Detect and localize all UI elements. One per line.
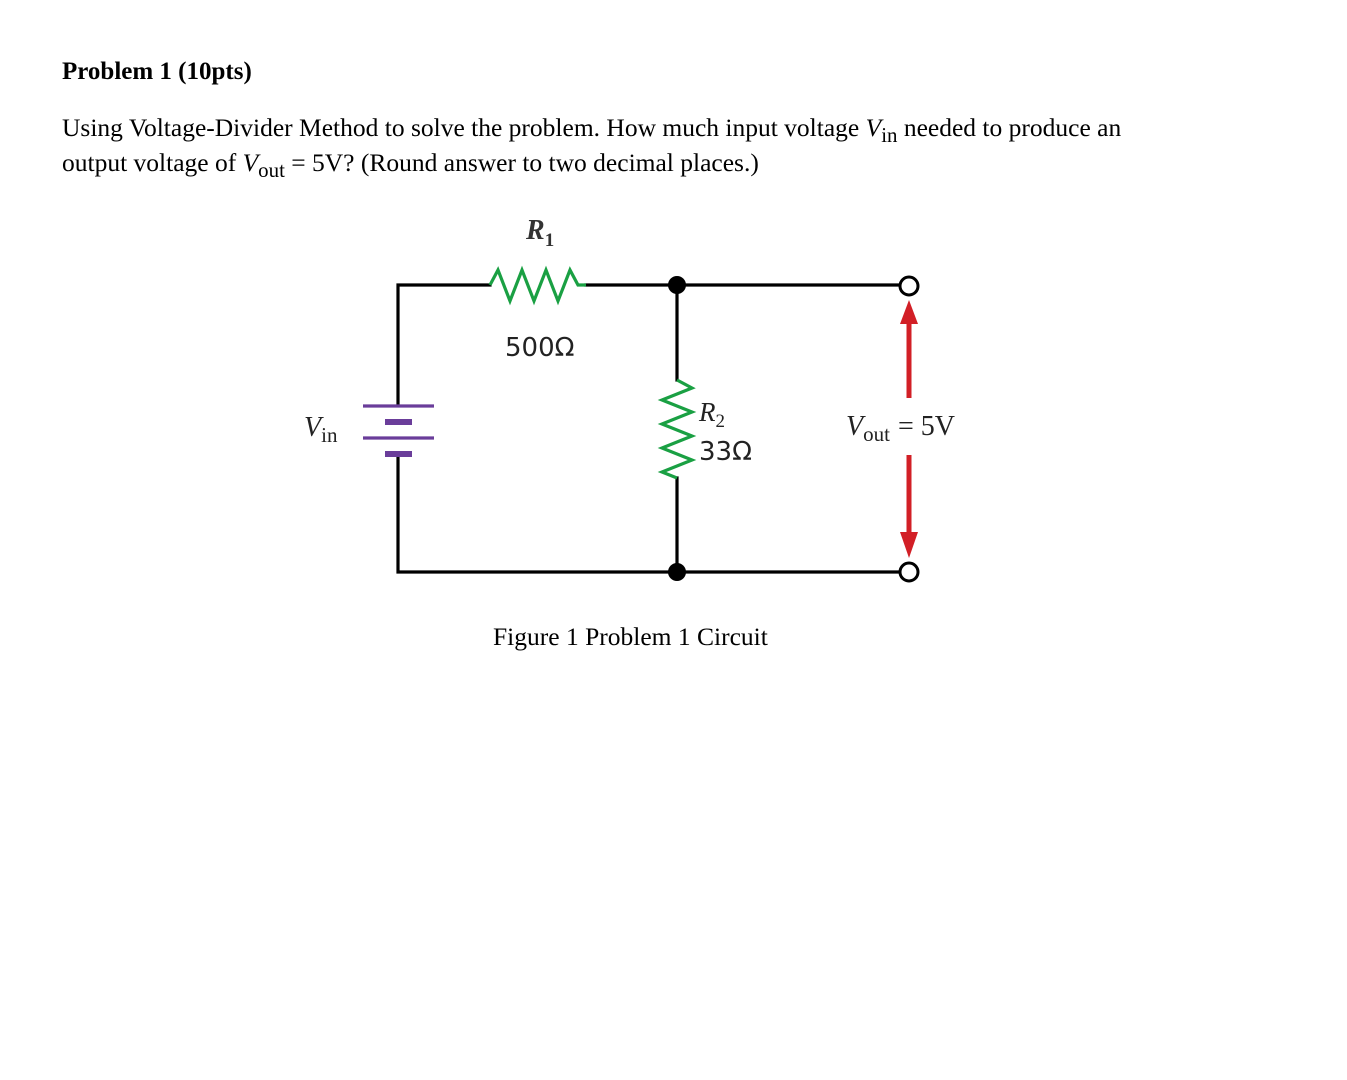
- statement-text: = 5V? (Round answer to two decimal place…: [284, 148, 759, 177]
- vout-label: Vout= 5V: [846, 411, 955, 446]
- statement-text: output voltage of: [62, 148, 243, 177]
- junction-node-bottom: [668, 563, 686, 581]
- r1-resistor-symbol: [488, 265, 586, 306]
- arrow-up-head: [900, 300, 918, 324]
- wire-left-top: [396, 283, 492, 407]
- problem-heading: Problem 1 (10pts): [62, 58, 252, 85]
- output-terminal-bottom: [898, 561, 920, 583]
- vout-arrows: [900, 300, 918, 558]
- vin-label: Vin: [304, 412, 338, 447]
- vin-variable: Vin: [865, 113, 898, 148]
- problem-statement: Using Voltage-Divider Method to solve th…: [62, 110, 1292, 183]
- junction-node-top: [668, 276, 686, 294]
- statement-text: needed to produce an: [897, 113, 1122, 142]
- figure-caption: Figure 1 Problem 1 Circuit: [493, 622, 768, 651]
- output-terminal-top: [898, 275, 920, 297]
- statement-line-1: Using Voltage-Divider Method to solve th…: [62, 110, 1292, 148]
- r2-label: R2: [698, 397, 725, 432]
- arrow-down-head: [900, 532, 918, 558]
- statement-line-2: output voltage of Vout = 5V? (Round answ…: [62, 145, 1292, 183]
- vout-variable: Vout: [242, 148, 285, 183]
- statement-text: Using Voltage-Divider Method to solve th…: [62, 113, 866, 142]
- circuit-wires: [396, 283, 903, 574]
- r1-label: R1: [525, 215, 554, 251]
- r1-value-label: 500Ω: [505, 333, 575, 363]
- wire-left-bottom: [396, 453, 903, 574]
- r2-value-label: 33Ω: [699, 437, 752, 467]
- r2-resistor-symbol: [657, 378, 697, 480]
- battery-symbol: [363, 404, 434, 457]
